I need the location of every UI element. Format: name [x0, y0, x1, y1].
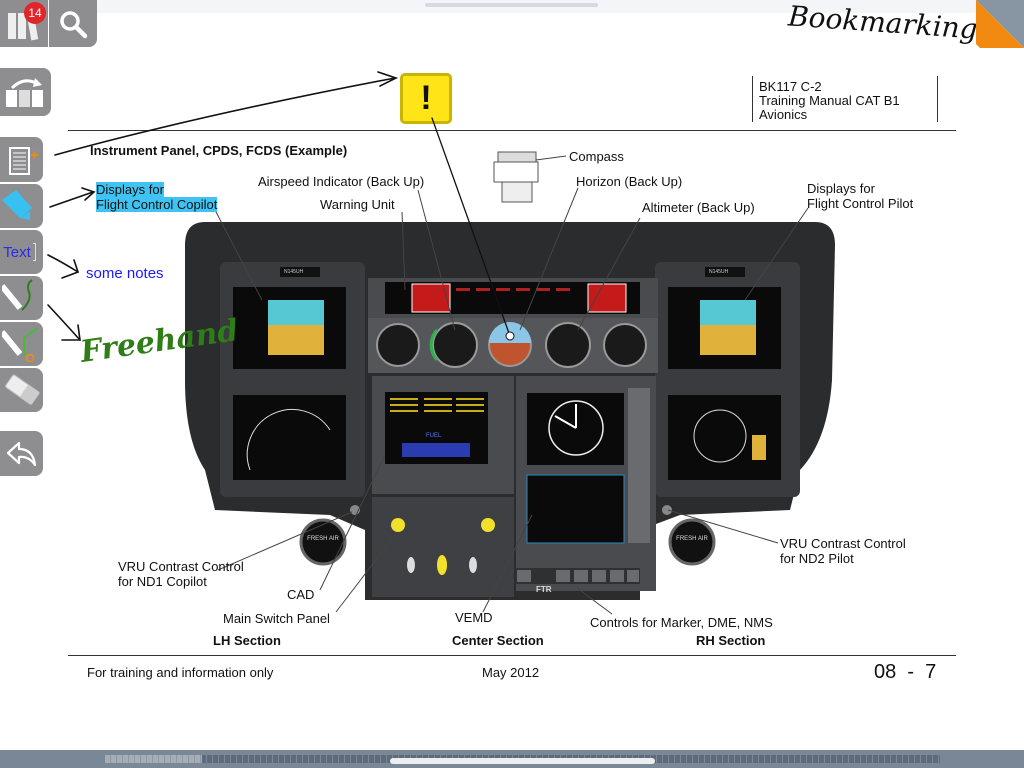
ftr-label: FTR [536, 585, 552, 594]
instrument-panel-figure [47, 71, 835, 615]
header-model: BK117 C-2 [759, 79, 822, 94]
label-warning-unit: Warning Unit [320, 197, 395, 212]
label-rh-section: RH Section [696, 633, 766, 648]
page-title: Instrument Panel, CPDS, FCDS (Example) [90, 143, 348, 158]
highlighter-icon [1, 190, 32, 220]
compass-figure [493, 151, 539, 203]
header-manual: Training Manual CAT B1 [759, 93, 900, 108]
header-rule [68, 130, 956, 131]
vru-pilot-line1: VRU Contrast Control [780, 536, 906, 551]
text-note-annotation[interactable]: some notes [86, 265, 164, 282]
label-main-switch: Main Switch Panel [223, 611, 330, 626]
library-badge: 14 [24, 2, 46, 24]
vru-pilot-line2: for ND2 Pilot [780, 551, 854, 566]
label-center-section: Center Section [452, 633, 544, 648]
footer-disclaimer: For training and information only [87, 665, 274, 680]
top-drag-handle[interactable] [425, 3, 598, 7]
doc-header: BK117 C-2 Training Manual CAT B1 Avionic… [759, 80, 900, 122]
eraser-icon [4, 374, 40, 405]
fuel-label: FUEL [426, 433, 442, 439]
displays-pilot-line2: Flight Control Pilot [807, 196, 914, 211]
rearrange-pages-button[interactable] [0, 68, 51, 116]
label-airspeed: Airspeed Indicator (Back Up) [258, 174, 425, 189]
label-horizon: Horizon (Back Up) [576, 174, 683, 189]
vru-copilot-line2: for ND1 Copilot [118, 574, 207, 589]
header-chapter: Avionics [759, 107, 808, 122]
search-icon [60, 10, 88, 38]
text-tool-icon: Text [3, 243, 31, 261]
shape-pen-button[interactable] [0, 322, 43, 366]
highlighter-button[interactable] [0, 184, 43, 228]
eraser-button[interactable] [0, 368, 43, 412]
label-lh-section: LH Section [213, 633, 281, 648]
vru-copilot-line1: VRU Contrast Control [118, 559, 244, 574]
header-divider [937, 76, 938, 122]
label-controls: Controls for Marker, DME, NMS [590, 615, 773, 630]
tail-number-left: N145UH [284, 269, 304, 275]
search-button[interactable] [49, 0, 97, 47]
bookmark-corner-button[interactable] [976, 0, 1024, 48]
fresh-air-left: FRESH AIR [307, 536, 339, 542]
label-vemd: VEMD [455, 610, 493, 625]
footer-rule [68, 655, 956, 656]
page-rearrange-icon [5, 78, 43, 107]
displays-copilot-line1: Displays for [96, 182, 164, 197]
visible-page-range[interactable] [105, 755, 202, 763]
label-altimeter: Altimeter (Back Up) [642, 200, 755, 215]
label-cad: CAD [287, 587, 315, 602]
label-compass: Compass [569, 149, 624, 164]
home-indicator [390, 758, 655, 764]
warning-annotation-icon[interactable]: ! [400, 73, 452, 124]
footer-date: May 2012 [482, 665, 540, 680]
fresh-air-right: FRESH AIR [676, 536, 708, 542]
tail-number-right: N145UH [709, 269, 729, 275]
text-tool-button[interactable]: Text [0, 230, 43, 274]
shape-pen-icon [1, 327, 39, 363]
pen-button[interactable] [0, 276, 43, 320]
footer-page-number: 08 - 7 [874, 661, 937, 683]
text-cursor-icon [32, 243, 36, 261]
undo-button[interactable] [0, 431, 43, 476]
add-page-icon [8, 146, 38, 175]
undo-icon [6, 441, 36, 466]
pen-icon [1, 279, 33, 311]
add-page-button[interactable] [0, 137, 43, 182]
displays-pilot-line1: Displays for [807, 181, 875, 196]
header-divider [752, 76, 753, 122]
displays-copilot-line2: Flight Control Copilot [96, 197, 218, 212]
